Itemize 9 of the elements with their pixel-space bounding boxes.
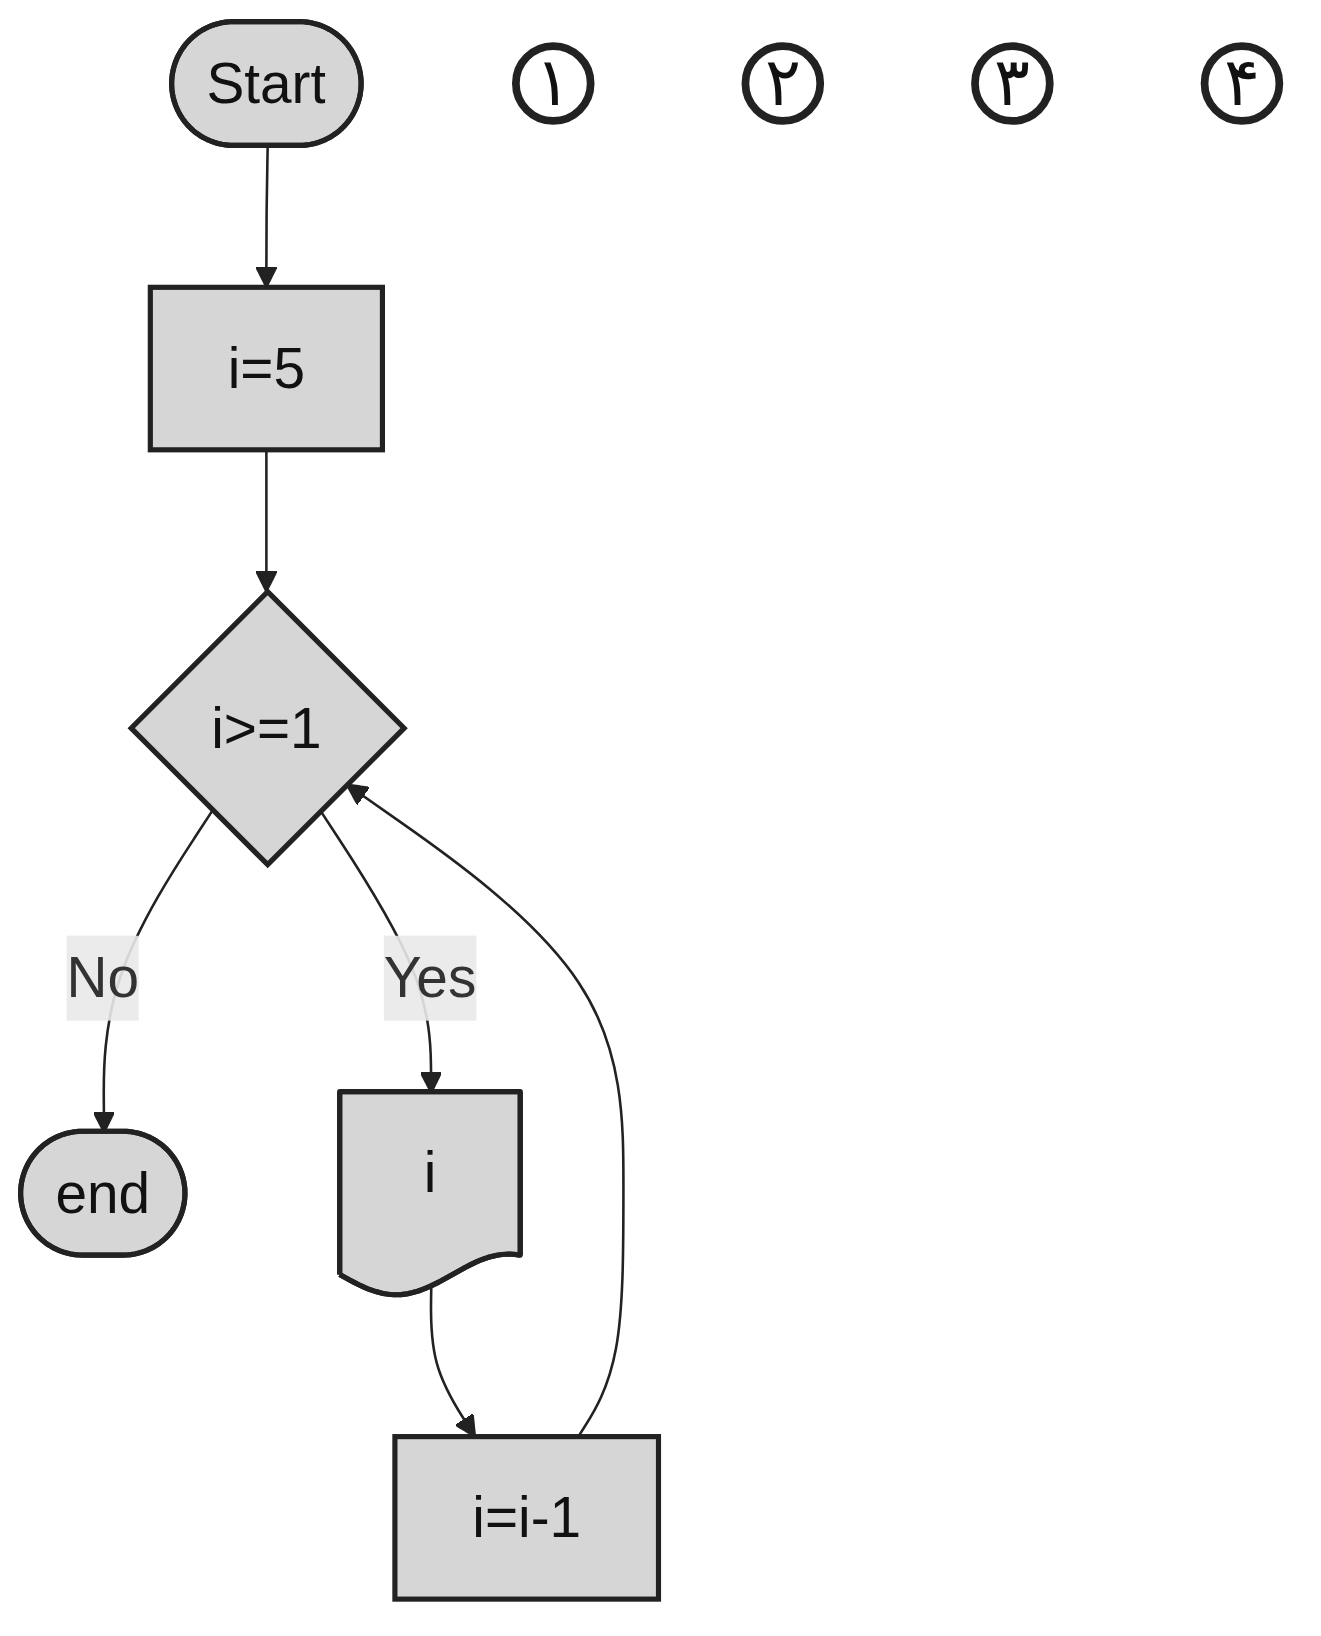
node-circle: ۲: [741, 41, 825, 125]
node-diamond: i>=1: [127, 587, 408, 868]
edge-label: No: [66, 945, 140, 1011]
node-circle: ۱: [512, 41, 595, 125]
edge-label: Yes: [383, 945, 477, 1011]
node-circle: ۳: [971, 41, 1054, 125]
node-box: i=5: [147, 284, 385, 452]
node-circle: ۴: [1200, 41, 1284, 125]
node-box: i=i-1: [392, 1433, 662, 1602]
